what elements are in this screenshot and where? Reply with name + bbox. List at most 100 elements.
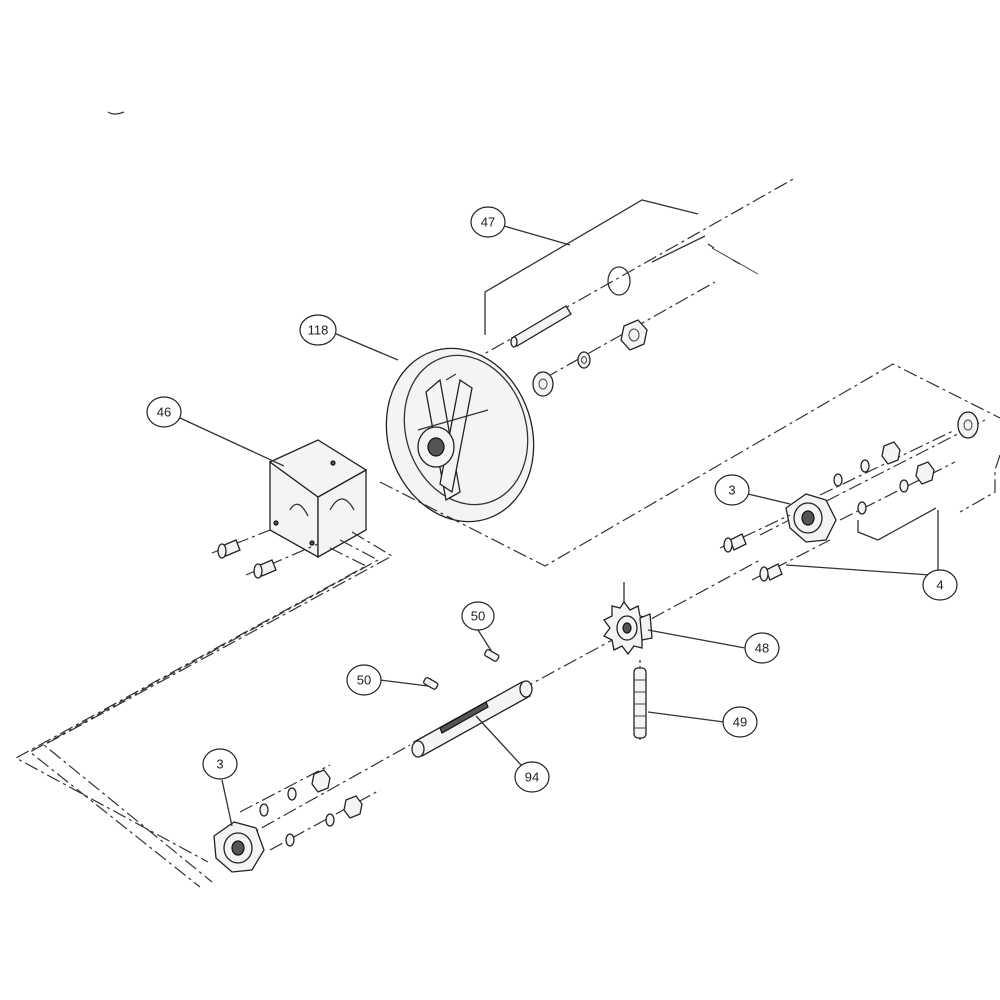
bracket-cutout-2	[329, 498, 355, 511]
pin-end	[510, 336, 518, 348]
right-nut-b	[915, 461, 935, 485]
bearing-left-bore	[231, 840, 245, 856]
left-washer-a	[259, 803, 269, 817]
leader-47	[503, 225, 571, 246]
left-washer-b	[285, 833, 295, 847]
bracket-top	[268, 439, 368, 498]
callout-50-lower: 50	[346, 664, 382, 696]
leader-94	[475, 715, 523, 767]
callout-3-right: 3	[714, 474, 750, 506]
bearing-left-3	[213, 744, 411, 873]
sprocket-48	[519, 559, 761, 691]
lock-washer-1	[577, 351, 591, 369]
shaft-end-right	[519, 680, 533, 698]
leader-48	[647, 629, 746, 649]
frame-outline-upper	[379, 363, 1000, 567]
leader-lines	[179, 225, 939, 827]
callout-118: 118	[299, 314, 337, 346]
bracket-46	[211, 439, 368, 579]
callout-94: 94	[514, 761, 550, 793]
bearing-right-bolt-line-2	[839, 461, 956, 521]
bracket-bolt-2	[245, 543, 319, 579]
bearing-left-centerline	[239, 744, 411, 841]
callout-47-label: 47	[481, 215, 495, 230]
callout-118-label: 118	[308, 323, 329, 338]
frame-rail-3	[14, 547, 368, 863]
bracket-hole-2	[273, 520, 279, 526]
callout-47: 47	[470, 206, 506, 238]
shaft-94	[411, 680, 533, 758]
sprocket-bore	[622, 622, 632, 634]
wheel-spoke-3	[417, 409, 489, 431]
leader-49	[647, 711, 725, 723]
chain-links	[633, 667, 647, 739]
right-bolt-2	[751, 539, 831, 582]
bracket-cutout-1	[289, 503, 309, 517]
bearing-right-3	[719, 411, 986, 582]
frame-rail-1	[42, 531, 394, 883]
callout-3-left: 3	[202, 748, 238, 780]
callout-94-label: 94	[525, 770, 539, 785]
rod-leader	[711, 247, 759, 275]
wheel-hub-bore	[427, 437, 445, 457]
callout-3-left-label: 3	[216, 757, 223, 772]
frame-outline-right	[959, 454, 1000, 513]
group-47-bracket	[484, 199, 699, 335]
bearing-left-bolt-line-1	[239, 764, 331, 813]
key-50a	[484, 648, 500, 662]
callout-48: 48	[744, 632, 780, 664]
stray-mark	[107, 111, 125, 115]
left-lockwasher-a	[287, 787, 297, 801]
leader-46	[179, 417, 285, 467]
bracket-hole-3	[309, 540, 315, 546]
frame-rail-2	[28, 539, 380, 888]
leader-3b	[221, 779, 233, 827]
frame-rails	[14, 531, 394, 888]
leader-3a	[747, 493, 791, 505]
wheel-screw	[445, 373, 457, 381]
shaft-keyway	[439, 701, 489, 734]
right-washer-b	[857, 501, 867, 515]
leader-4a	[785, 564, 931, 576]
callout-46-label: 46	[157, 405, 171, 420]
callout-3-right-label: 3	[728, 483, 735, 498]
right-lockwasher-b	[899, 479, 909, 493]
nut-centerline	[544, 281, 716, 379]
o-ring	[607, 266, 631, 296]
right-lockwasher-a	[860, 459, 870, 473]
callout-49: 49	[722, 706, 758, 738]
chain-49	[633, 660, 647, 740]
washer-1	[532, 371, 554, 397]
callout-50-upper: 50	[461, 601, 495, 631]
leader-50a	[477, 629, 493, 653]
bearing-right-far-ring	[957, 411, 979, 439]
left-nut-a	[311, 769, 331, 793]
callout-50-lower-label: 50	[357, 673, 371, 688]
bracket-bolt-1	[211, 529, 271, 559]
callout-49-label: 49	[733, 715, 747, 730]
axle-kit-47	[469, 177, 796, 397]
bearing-right-centerline	[759, 419, 986, 536]
pin	[511, 305, 572, 347]
callout-48-label: 48	[755, 641, 769, 656]
key-50b	[423, 676, 439, 690]
bearing-right-bore	[801, 510, 815, 526]
leader-50b	[379, 679, 429, 687]
hex-nut-1	[620, 319, 648, 351]
right-washer-a	[833, 473, 843, 487]
leader-118	[333, 332, 399, 361]
callout-4-label: 4	[936, 578, 943, 593]
group-4-bracket	[857, 507, 937, 541]
callout-50-upper-label: 50	[471, 609, 485, 624]
small-rod	[651, 235, 706, 263]
shaft-end-left	[411, 740, 425, 758]
rod-tip-1	[707, 243, 715, 249]
left-lockwasher-b	[325, 813, 335, 827]
right-bolt-1	[719, 514, 791, 553]
wheel-rim-inner	[403, 354, 529, 506]
left-nut-b	[343, 795, 363, 819]
shaft-body	[413, 681, 531, 757]
right-nut-a	[881, 441, 901, 465]
